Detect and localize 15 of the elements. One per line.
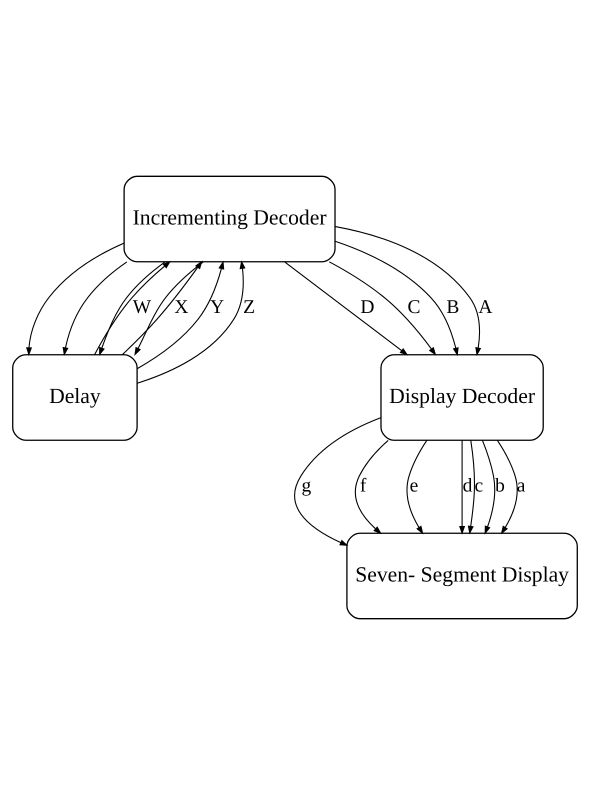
edge-label: W	[132, 296, 152, 318]
edge-label: e	[410, 474, 418, 496]
edge-label: a	[516, 474, 526, 496]
edge-label: B	[446, 296, 460, 318]
edge-label: X	[174, 296, 188, 318]
edge-label: C	[407, 296, 420, 318]
edge-label: c	[474, 474, 484, 496]
edge-label: D	[360, 296, 374, 318]
edge-label: f	[360, 474, 366, 496]
edge-label: g	[301, 474, 312, 496]
edge-label: Y	[210, 296, 224, 318]
edge-label: Z	[243, 296, 255, 318]
edge-label: b	[495, 474, 505, 496]
edge-label: d	[462, 474, 472, 496]
edge-label: A	[478, 296, 492, 318]
